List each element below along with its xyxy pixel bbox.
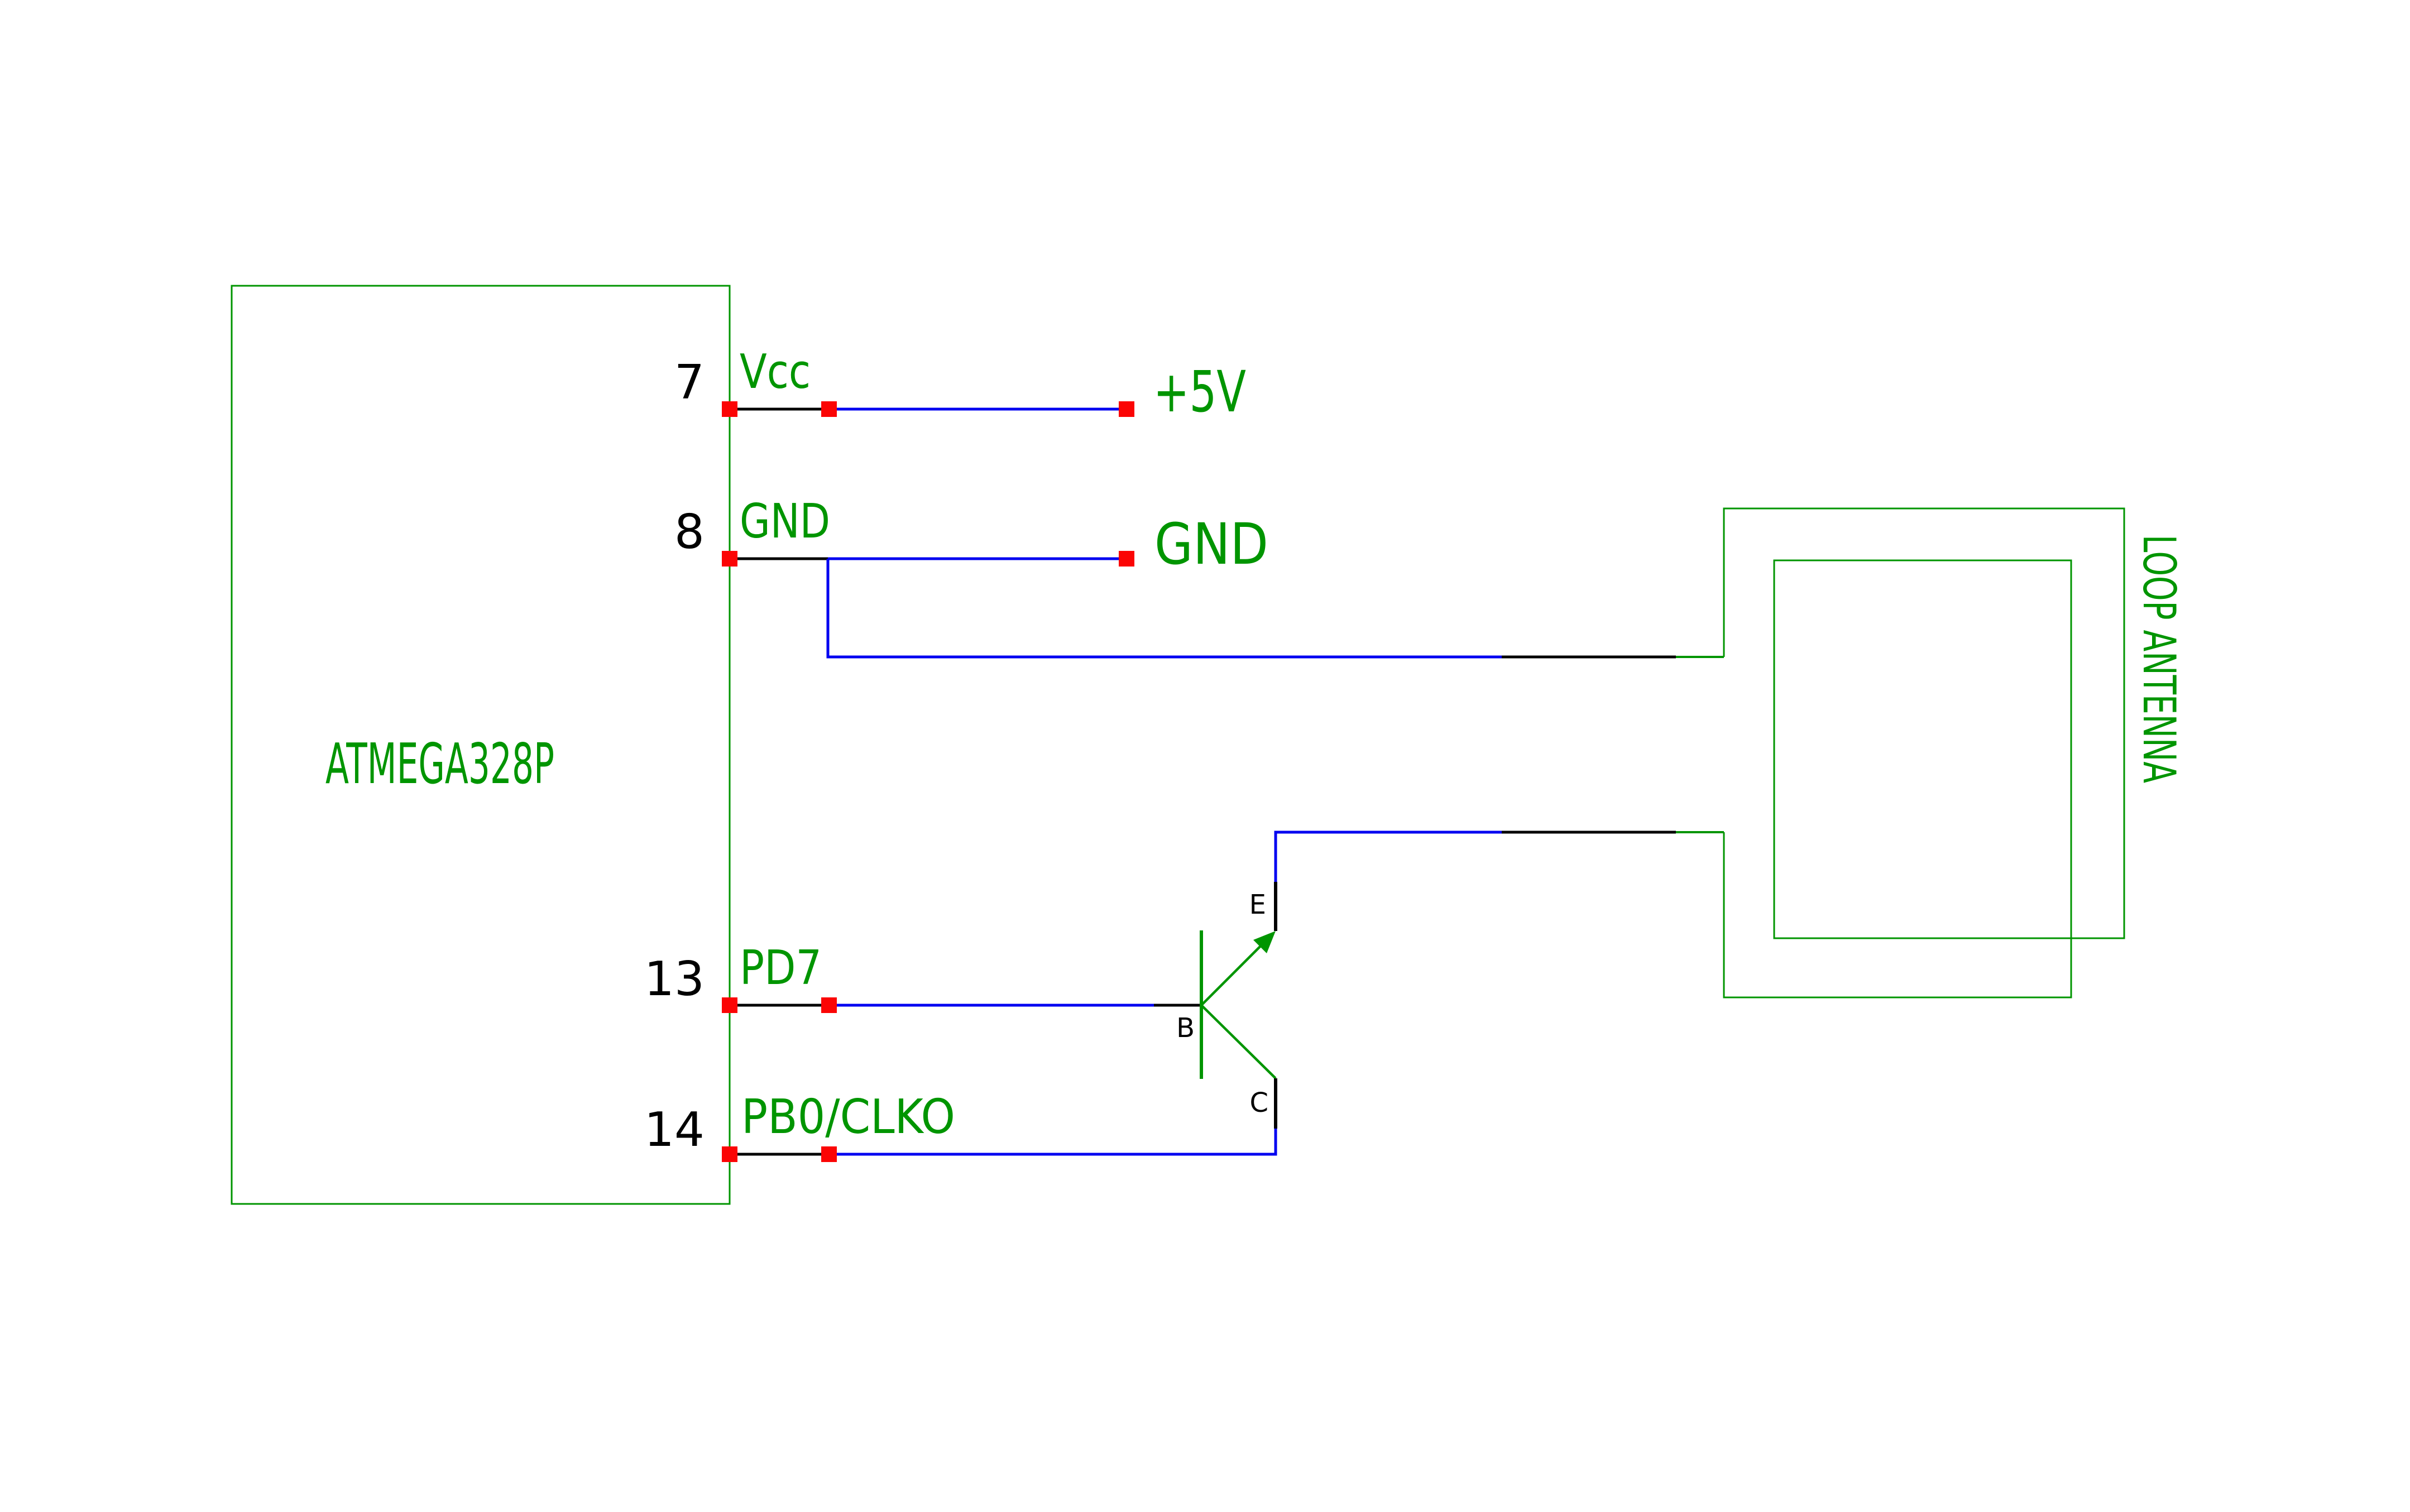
pin-14-pad <box>722 1146 737 1162</box>
pin-13-number: 13 <box>644 952 705 1007</box>
vcc-terminal: +5V <box>1119 359 1246 425</box>
gnd-branch-wire <box>826 559 1502 659</box>
loop-antenna: LOOP ANTENNA <box>1723 507 2185 999</box>
pin-7-number: 7 <box>674 355 705 410</box>
pin-13-name: PD7 <box>740 940 822 996</box>
transistor-q1: E B C <box>1176 831 1502 1129</box>
mcu-label: ATMEGA328P <box>325 731 554 796</box>
pin-14-junction-pad <box>821 1146 837 1162</box>
pin-14-name: PB0/CLKO <box>741 1089 955 1145</box>
gnd-terminal: GND <box>1119 511 1268 578</box>
gnd-terminal-pad <box>1119 551 1134 567</box>
pin-7-vcc: 7 Vcc <box>674 344 1119 417</box>
mcu: ATMEGA328P <box>231 285 731 1205</box>
pin-8-pad <box>722 551 737 567</box>
pin-13-pd7: 13 PD7 <box>644 940 1201 1013</box>
pin-14-pb0: 14 PB0/CLKO <box>644 1089 1277 1162</box>
pin-14-number: 14 <box>644 1102 705 1158</box>
mcu-outline <box>231 285 731 1205</box>
vcc-terminal-label: +5V <box>1153 359 1246 425</box>
antenna-feed-wires <box>1502 655 1724 834</box>
pin-13-pad <box>722 997 737 1013</box>
transistor-emitter-arrow-icon <box>1253 931 1276 953</box>
emitter-wire <box>1274 831 1502 882</box>
transistor-collector-label: C <box>1249 1087 1268 1119</box>
transistor-emitter-line <box>1200 945 1262 1006</box>
pin-8-gnd: 8 GND <box>674 494 1502 659</box>
pin-7-junction-pad <box>821 401 837 417</box>
transistor-collector-line <box>1200 1004 1277 1079</box>
pin-7-name: Vcc <box>740 344 811 400</box>
loop-antenna-label: LOOP ANTENNA <box>2133 535 2185 783</box>
gnd-terminal-label: GND <box>1154 511 1268 578</box>
pin-13-junction-pad <box>821 997 837 1013</box>
transistor-base-label: B <box>1176 1012 1195 1044</box>
pin-8-number: 8 <box>674 505 705 560</box>
pin-7-pad <box>722 401 737 417</box>
transistor-emitter-label: E <box>1249 889 1266 920</box>
pin-8-name: GND <box>740 494 830 549</box>
loop-antenna-coil <box>1723 507 2125 999</box>
pb0-wire <box>837 1129 1277 1156</box>
vcc-terminal-pad <box>1119 401 1134 417</box>
